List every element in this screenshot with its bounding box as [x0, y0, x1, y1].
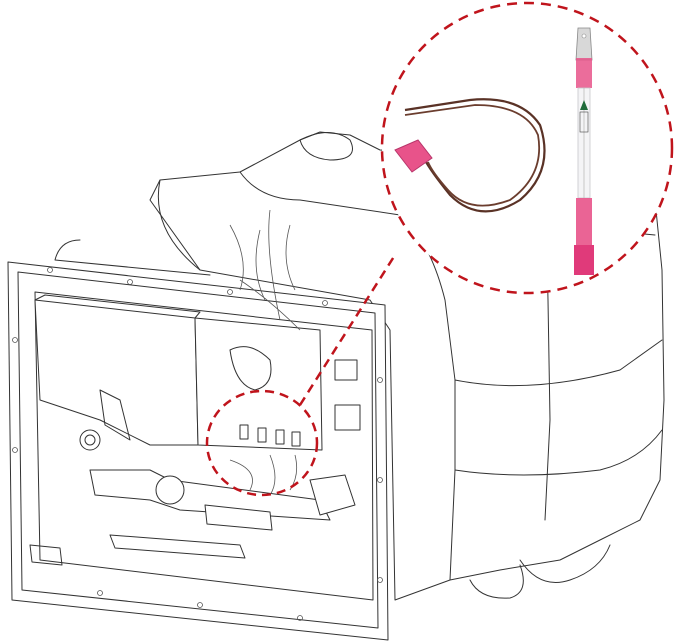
- callout-circle-small: [205, 389, 319, 497]
- wire-with-terminal: [394, 98, 546, 213]
- front-frame: [7, 209, 389, 641]
- callout-circle-large: [380, 1, 674, 295]
- thermal-cutoff-fuse: [574, 27, 594, 275]
